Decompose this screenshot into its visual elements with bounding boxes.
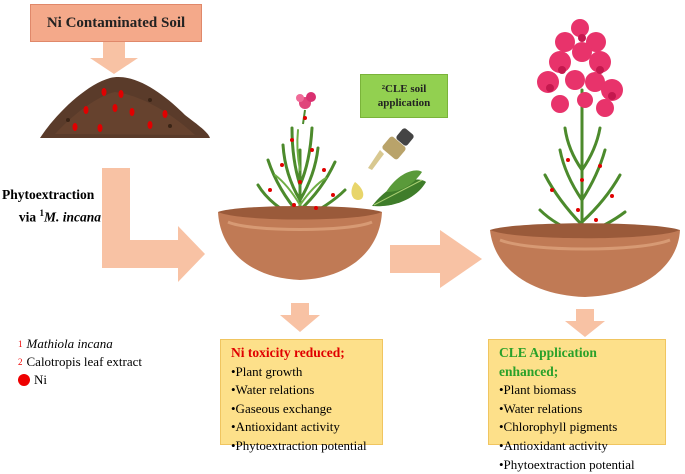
legend-item-calotropis: 2 Calotropis leaf extract <box>18 354 143 369</box>
ni-dot-icon <box>18 374 30 386</box>
pot-with-flowering-plant <box>490 19 680 297</box>
calotropis-leaf <box>372 170 426 207</box>
ni-markers-flowering-plant <box>550 158 614 222</box>
title-box: Ni Contaminated Soil <box>30 4 202 42</box>
enhanced-item: •Plant biomass <box>499 382 577 398</box>
arrow-pot-to-flowering-plant <box>390 230 482 288</box>
ni-toxicity-reduced-box: Ni toxicity reduced; •Plant growth •Wate… <box>220 339 383 453</box>
phytoextraction-label: Phytoextraction via 1M. incana <box>2 186 120 227</box>
cle-soil-application-box: ²CLE soil application <box>360 74 448 118</box>
reduced-item: •Antioxidant activity <box>231 419 340 435</box>
arrow-soil-to-pot <box>102 168 205 282</box>
diagram-illustrations <box>40 19 680 337</box>
enhanced-item: •Antioxidant activity <box>499 437 608 453</box>
enhanced-item: •Water relations <box>499 400 583 416</box>
cle-box-line2: application <box>377 97 431 109</box>
arrow-to-enhanced-box <box>565 309 605 337</box>
dropper-with-extract <box>351 128 414 200</box>
enhanced-heading: CLE Application enhanced; <box>499 345 597 379</box>
legend-item-ni: Ni <box>18 371 142 389</box>
reduced-item: •Gaseous exchange <box>231 400 332 416</box>
reduced-item: •Water relations <box>231 382 315 398</box>
ni-markers-soil <box>72 88 168 132</box>
diagram-title: Ni Contaminated Soil <box>46 14 186 31</box>
reduced-item: •Plant growth <box>231 363 303 379</box>
phytoextraction-line2: via 1M. incana <box>18 208 102 225</box>
cle-application-enhanced-box: CLE Application enhanced; •Plant biomass… <box>488 339 666 472</box>
arrow-to-reduced-box <box>280 303 320 332</box>
legend-item-mathiola: 1 Mathiola incana <box>18 336 113 351</box>
enhanced-item: •Chlorophyll pigments <box>499 419 618 435</box>
phytoextraction-line1: Phytoextraction <box>2 187 95 202</box>
ni-markers-young-plant <box>268 116 335 210</box>
legend: 1 Mathiola incana 2 Calotropis leaf extr… <box>18 335 142 389</box>
reduced-item: •Phytoextraction potential <box>231 437 367 453</box>
enhanced-item: •Phytoextraction potential <box>499 456 635 472</box>
cle-box-line1: ²CLE soil <box>381 83 427 95</box>
reduced-heading: Ni toxicity reduced; <box>231 345 345 360</box>
contaminated-soil-heap <box>40 77 210 138</box>
arrow-title-to-soil <box>90 41 138 74</box>
